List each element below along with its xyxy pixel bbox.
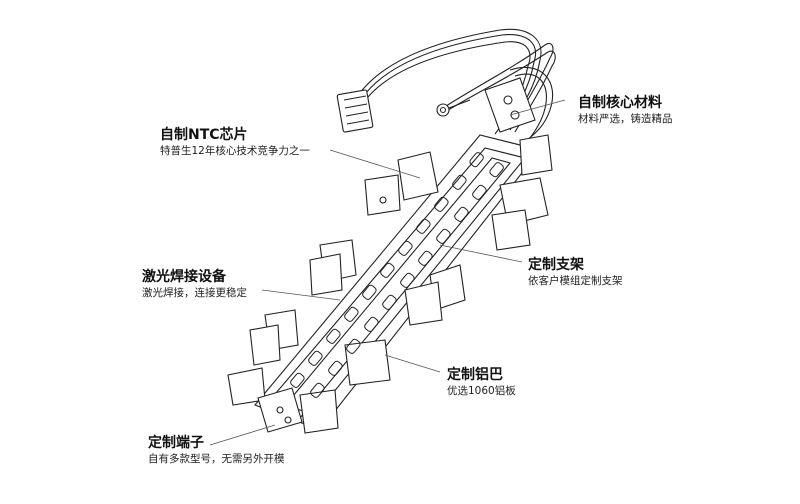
- bracket-title: 定制支架: [528, 257, 584, 273]
- annotation-core-material: 自制核心材料 材料严选，铸造精品: [578, 94, 673, 127]
- ring-terminal: [436, 99, 471, 117]
- core-material-title: 自制核心材料: [578, 95, 662, 111]
- ntc-title: 自制NTC芯片: [160, 127, 248, 143]
- annotation-custom-terminal: 定制端子 自有多款型号，无需另外开模: [148, 434, 285, 467]
- aluminum-desc: 优选1060铝板: [447, 385, 516, 397]
- left-tabs: [227, 151, 439, 406]
- annotation-aluminum-busbar: 定制铝巴 优选1060铝板: [447, 366, 516, 399]
- terminal-block: [257, 387, 303, 433]
- laser-title: 激光焊接设备: [142, 269, 226, 285]
- annotation-custom-bracket: 定制支架 依客户模组定制支架: [528, 256, 623, 289]
- terminal-title: 定制端子: [148, 435, 204, 451]
- leader-lines: [209, 99, 566, 446]
- busbar-slots: [290, 152, 504, 398]
- ntc-desc: 特普生12年核心技术竞争力之一: [160, 145, 310, 157]
- right-tabs: [299, 77, 553, 434]
- annotation-ntc-chip: 自制NTC芯片 特普生12年核心技术竞争力之一: [160, 126, 310, 159]
- wire-connector: [336, 89, 374, 133]
- bracket-desc: 依客户模组定制支架: [528, 275, 623, 287]
- wire-bundle: [354, 28, 556, 149]
- aluminum-title: 定制铝巴: [447, 367, 503, 383]
- annotation-laser-welding: 激光焊接设备 激光焊接，连接更稳定: [142, 268, 247, 301]
- core-material-desc: 材料严选，铸造精品: [578, 113, 673, 125]
- laser-desc: 激光焊接，连接更稳定: [142, 287, 247, 299]
- terminal-desc: 自有多款型号，无需另外开模: [148, 453, 285, 465]
